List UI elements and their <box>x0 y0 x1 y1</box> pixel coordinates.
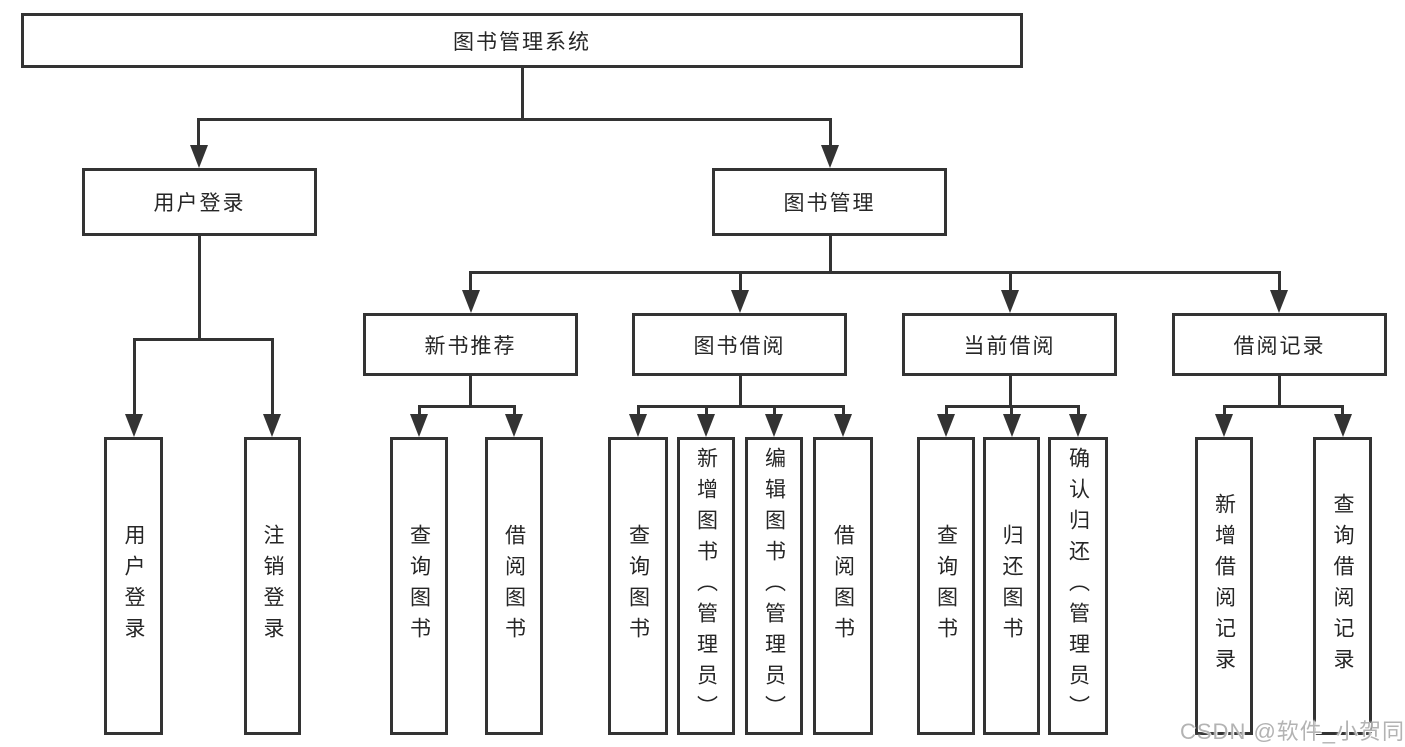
arrow-down-icon <box>125 414 143 437</box>
node-new-book-recommend: 新书推荐 <box>363 313 578 376</box>
connector-arm-leaf <box>1076 407 1080 417</box>
connector-current-borrow-stub <box>1008 376 1012 407</box>
leaf-edit-book-admin-label: 编辑图书（管理员） <box>762 446 786 726</box>
leaf-add-book-admin-label: 新增图书（管理员） <box>694 446 718 726</box>
node-book-management-label: 图书管理 <box>783 192 876 215</box>
leaf-user-login-label: 用户登录 <box>122 524 145 648</box>
connector-arm-borrow-records <box>1277 273 1281 292</box>
node-new-book-recommend-label: 新书推荐 <box>424 334 517 358</box>
leaf-edit-book-admin: 编辑图书（管理员） <box>745 437 803 735</box>
node-borrow-records: 借阅记录 <box>1172 313 1387 376</box>
connector-arm-leaf <box>1222 407 1226 417</box>
leaf-query-books-borrow-label: 查询图书 <box>626 524 650 648</box>
connector-arm-leaf <box>772 407 776 417</box>
node-current-borrow: 当前借阅 <box>902 313 1117 376</box>
arrow-down-icon <box>189 145 208 168</box>
leaf-borrow-books-recommend-label: 借阅图书 <box>502 524 526 648</box>
arrow-down-icon <box>731 290 749 313</box>
node-user-login-label: 用户登录 <box>153 192 246 215</box>
connector-arm-book-borrow <box>738 273 742 292</box>
arrow-down-icon <box>461 290 480 313</box>
connector-level2-branch <box>197 118 832 121</box>
leaf-logout: 注销登录 <box>244 437 301 735</box>
connector-level3-branch <box>469 271 1281 274</box>
arrow-down-icon <box>1002 414 1021 437</box>
connector-arm-leaf <box>841 407 845 417</box>
connector-arm-leaf <box>132 340 136 417</box>
connector-current-borrow-branch <box>944 405 1080 408</box>
arrow-down-icon <box>1001 290 1019 313</box>
leaf-query-books-borrow: 查询图书 <box>608 437 668 735</box>
leaf-borrow-books-borrow: 借阅图书 <box>813 437 873 735</box>
leaf-query-books-current-label: 查询图书 <box>934 524 958 648</box>
leaf-return-book: 归还图书 <box>983 437 1040 735</box>
connector-arm-current-borrow <box>1008 273 1012 292</box>
leaf-return-book-label: 归还图书 <box>1000 524 1023 648</box>
leaf-confirm-return-admin: 确认归还（管理员） <box>1048 437 1108 735</box>
node-borrow-records-label: 借阅记录 <box>1233 334 1326 358</box>
connector-arm-leaf <box>944 407 948 417</box>
arrow-down-icon <box>410 414 428 437</box>
leaf-add-book-admin: 新增图书（管理员） <box>677 437 735 735</box>
connector-root-stub <box>520 68 524 120</box>
connector-arm-leaf <box>1341 407 1344 417</box>
connector-arm-user-login <box>197 120 200 150</box>
arrow-down-icon <box>821 145 839 168</box>
arrow-down-icon <box>1270 290 1288 313</box>
node-user-login: 用户登录 <box>82 168 317 236</box>
connector-arm-leaf <box>704 407 708 417</box>
connector-borrow-records-branch <box>1222 405 1344 408</box>
node-current-borrow-label: 当前借阅 <box>963 334 1056 358</box>
leaf-logout-label: 注销登录 <box>261 524 284 648</box>
leaf-query-borrow-record-label: 查询借阅记录 <box>1331 493 1354 679</box>
connector-arm-leaf <box>1010 407 1013 417</box>
arrow-down-icon <box>937 414 955 437</box>
connector-book-management-stub <box>828 236 832 274</box>
arrow-down-icon <box>1069 414 1087 437</box>
connector-new-book-stub <box>469 376 472 407</box>
arrow-down-icon <box>629 414 647 437</box>
leaf-query-books-current: 查询图书 <box>917 437 975 735</box>
csdn-watermark: CSDN @软件_小贺同学 <box>1180 719 1405 744</box>
arrow-down-icon <box>834 414 852 437</box>
arrow-down-icon <box>765 414 783 437</box>
node-library-system: 图书管理系统 <box>21 13 1023 68</box>
node-book-management: 图书管理 <box>712 168 947 236</box>
leaf-add-borrow-record-label: 新增借阅记录 <box>1212 493 1236 679</box>
arrow-down-icon <box>1333 414 1352 437</box>
node-book-borrow-label: 图书借阅 <box>693 334 786 358</box>
leaf-query-borrow-record: 查询借阅记录 <box>1313 437 1372 735</box>
connector-book-borrow-branch <box>636 405 845 408</box>
connector-arm-leaf <box>512 407 516 417</box>
connector-arm-leaf <box>270 340 274 417</box>
connector-borrow-records-stub <box>1277 376 1281 407</box>
leaf-user-login: 用户登录 <box>104 437 163 735</box>
connector-arm-new-book <box>469 273 472 292</box>
connector-book-borrow-stub <box>738 376 742 407</box>
connector-new-book-branch <box>417 405 516 408</box>
arrow-down-icon <box>1215 414 1233 437</box>
arrow-down-icon <box>263 414 281 437</box>
node-library-system-label: 图书管理系统 <box>453 30 591 54</box>
connector-user-login-stub <box>197 236 201 340</box>
connector-arm-leaf <box>417 407 421 417</box>
leaf-borrow-books-recommend: 借阅图书 <box>485 437 543 735</box>
leaf-query-books-recommend: 查询图书 <box>390 437 448 735</box>
connector-user-login-branch <box>132 338 274 341</box>
leaf-add-borrow-record: 新增借阅记录 <box>1195 437 1253 735</box>
arrow-down-icon <box>697 414 715 437</box>
leaf-borrow-books-borrow-label: 借阅图书 <box>831 524 855 648</box>
connector-arm-leaf <box>636 407 640 417</box>
leaf-query-books-recommend-label: 查询图书 <box>407 524 431 648</box>
leaf-confirm-return-admin-label: 确认归还（管理员） <box>1066 446 1090 726</box>
arrow-down-icon <box>505 414 523 437</box>
connector-arm-book-management <box>828 120 832 150</box>
node-book-borrow: 图书借阅 <box>632 313 847 376</box>
